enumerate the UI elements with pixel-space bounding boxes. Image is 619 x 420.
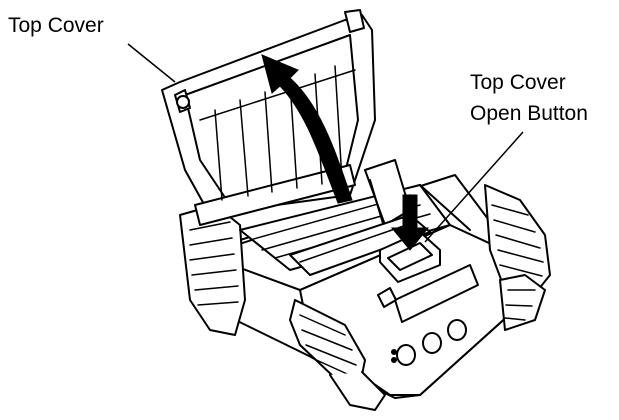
leader-line-open-button	[424, 131, 524, 243]
press-arrow	[390, 194, 430, 251]
leader-line-top-cover	[127, 43, 176, 83]
control-button-right	[447, 319, 467, 341]
label-open-button-line2: Open Button	[470, 102, 588, 125]
cover-open-arrow	[261, 54, 353, 204]
control-button-left	[396, 344, 416, 366]
power-button	[377, 287, 397, 308]
label-open-button-line1: Top Cover	[470, 71, 566, 94]
label-top-cover: Top Cover	[8, 14, 104, 37]
front-right-bumper	[499, 274, 546, 331]
lcd-panel	[394, 264, 479, 323]
control-button-middle	[422, 332, 442, 354]
